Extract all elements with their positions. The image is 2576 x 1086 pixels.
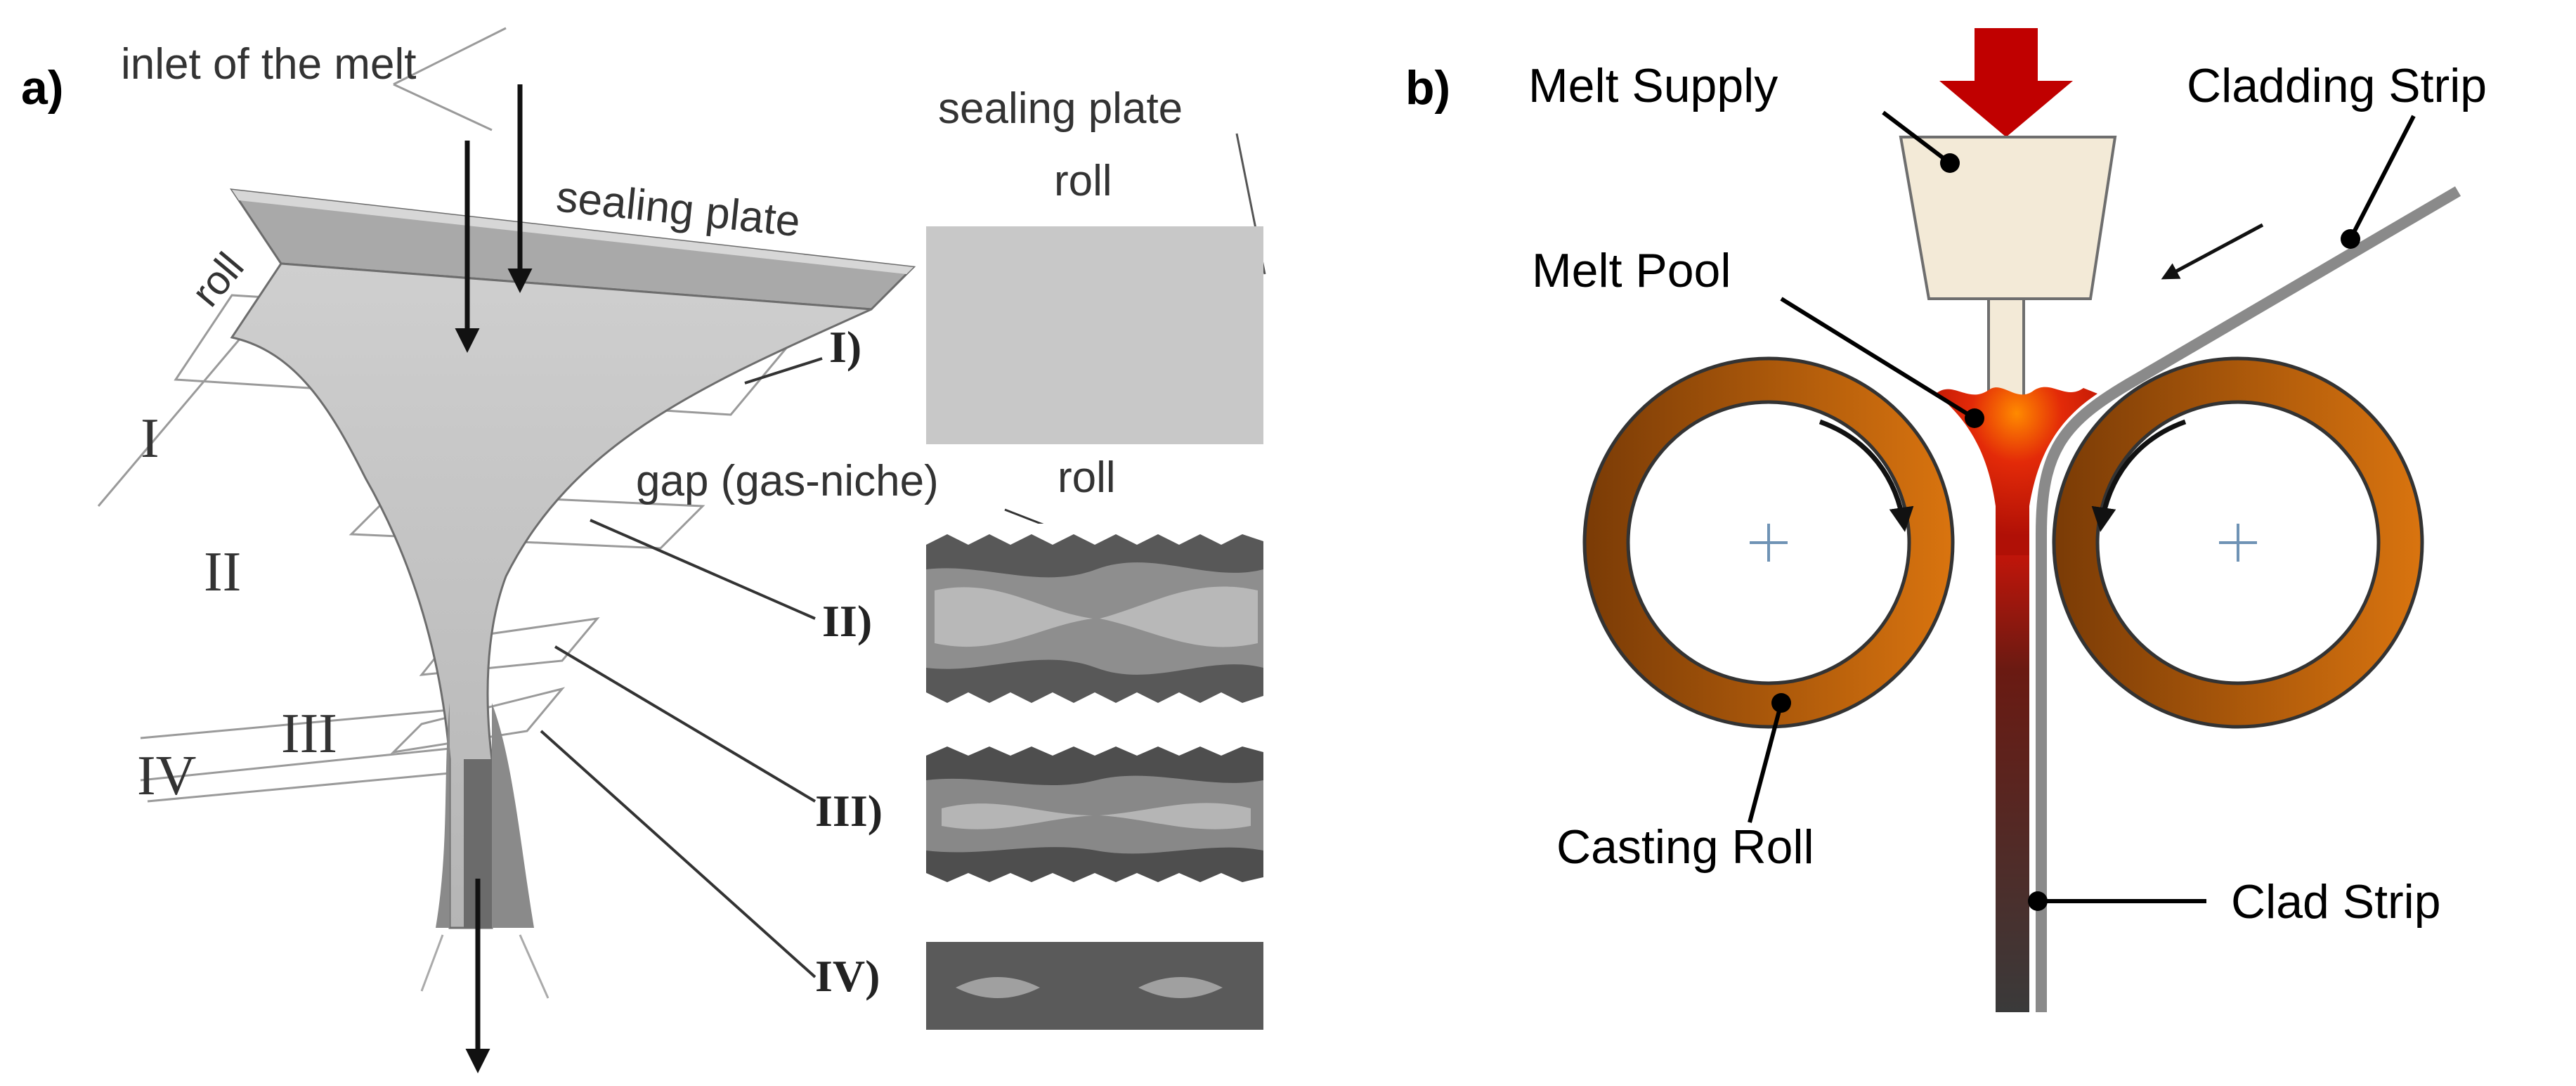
tundish (1899, 136, 2117, 300)
melt-funnel-shape (230, 262, 872, 929)
section-planes (97, 27, 804, 803)
roll-center-right-mark (2219, 524, 2257, 562)
cross-sections: sealing plate roll gap (gas-niche) roll (636, 84, 1266, 1030)
zone-label-4: IV (137, 745, 196, 807)
rotation-arrow-right (2091, 419, 2187, 532)
rotation-arrow-left (1819, 419, 1914, 532)
section-label-1: I) (829, 322, 861, 372)
gap-label: gap (gas-niche) (636, 457, 939, 505)
section-mid-roll-label: roll (1058, 453, 1116, 502)
cladding-strip-label: Cladding Strip (2187, 59, 2487, 112)
section-label-4: IV) (815, 951, 880, 1001)
zone-label-3: III (281, 703, 337, 765)
cladding-strip (2036, 186, 2461, 1012)
melt-supply-label: Melt Supply (1528, 59, 1778, 112)
casting-roll-label: Casting Roll (1556, 820, 1814, 874)
zone-label-1: I (141, 408, 160, 470)
melt-pool-label: Melt Pool (1532, 244, 1731, 297)
inlet-label: inlet of the melt (121, 40, 416, 89)
roll-label: roll (183, 244, 253, 315)
panel-a-tag: a) (21, 61, 63, 115)
section-label-3: III) (815, 786, 883, 836)
section-top-roll-label: roll (1054, 157, 1112, 205)
clad-strip-label: Clad Strip (2231, 875, 2441, 929)
strip-direction-arrow (2161, 223, 2264, 280)
panel-b: b) Melt Supply (1405, 28, 2487, 1012)
roll-center-left-mark (1750, 524, 1788, 562)
melt-pool (1936, 387, 2097, 562)
section-top-sealing-label: sealing plate (938, 84, 1183, 133)
section-label-2: II) (822, 596, 872, 646)
zone-label-2: II (204, 541, 241, 603)
solidified-strip (1996, 555, 2029, 1012)
nozzle (1987, 297, 2025, 399)
panel-b-tag: b) (1405, 61, 1450, 115)
section-i-box (926, 226, 1263, 444)
panel-a: a) inlet of the melt sealing pla (21, 27, 1266, 1073)
melt-supply-arrow (1939, 28, 2073, 137)
